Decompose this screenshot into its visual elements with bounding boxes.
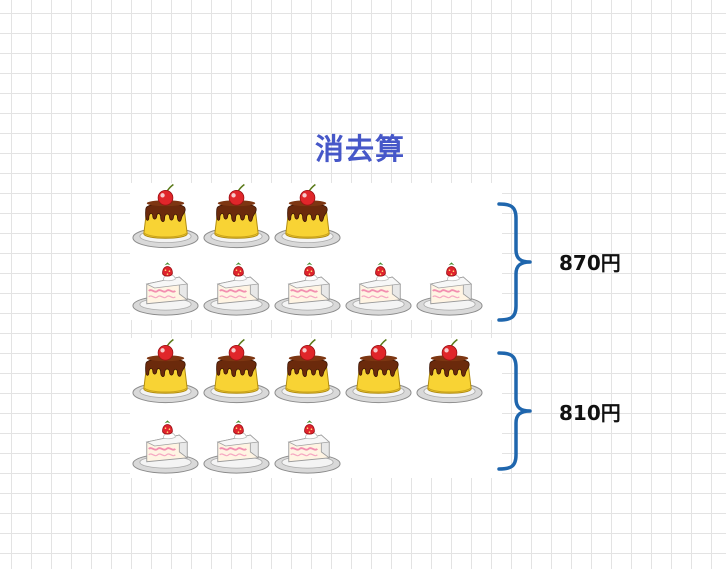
pudding-icon xyxy=(201,338,272,408)
pudding-row xyxy=(130,338,485,408)
shortcake-icon xyxy=(343,250,414,320)
cake-row xyxy=(130,250,485,320)
shortcake-icon xyxy=(130,408,201,478)
pudding-icon xyxy=(414,338,485,408)
price-label-bottom: 810円 xyxy=(559,401,621,425)
pudding-icon xyxy=(201,183,272,253)
pudding-icon xyxy=(130,338,201,408)
shortcake-icon xyxy=(414,250,485,320)
shortcake-icon xyxy=(272,250,343,320)
pudding-icon xyxy=(272,338,343,408)
pudding-icon xyxy=(130,183,201,253)
pudding-icon xyxy=(343,338,414,408)
shortcake-icon xyxy=(201,250,272,320)
cake-row xyxy=(130,408,343,478)
shortcake-icon xyxy=(201,408,272,478)
pudding-row xyxy=(130,183,343,253)
shortcake-icon xyxy=(130,250,201,320)
brace-top xyxy=(497,202,532,322)
page-title: 消去算 xyxy=(314,132,405,166)
group-bottom xyxy=(130,338,502,478)
price-label-top: 870円 xyxy=(559,251,621,275)
brace-bottom xyxy=(497,351,532,471)
group-top xyxy=(130,183,502,320)
pudding-icon xyxy=(272,183,343,253)
shortcake-icon xyxy=(272,408,343,478)
